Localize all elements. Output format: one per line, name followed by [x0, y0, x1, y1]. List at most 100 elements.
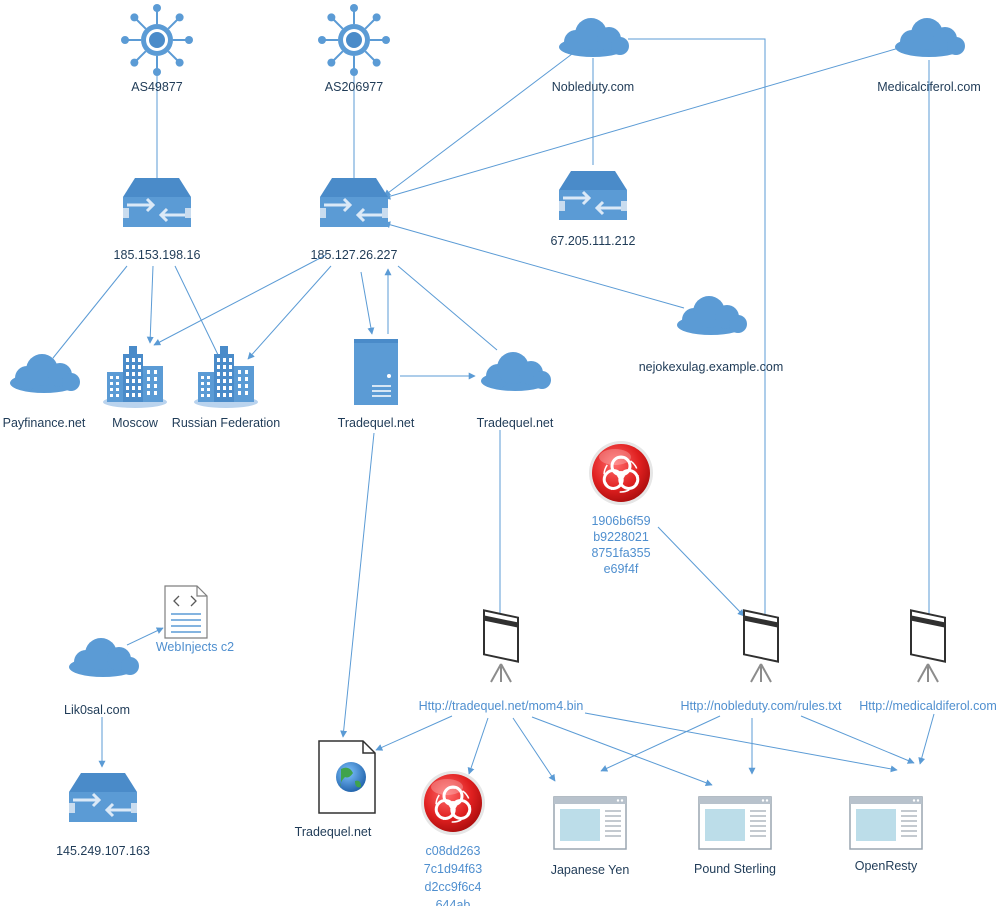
node-tradequel_file[interactable]: Tradequel.net [295, 740, 376, 839]
edge-ip_185_153-to-russia [174, 265, 222, 362]
hash1-label-line: 1906b6f59 [591, 514, 650, 528]
edge-url_medicaldiferol-to-openresty [918, 713, 935, 765]
url_nobleduty-label: Http://nobleduty.com/rules.txt [681, 699, 842, 713]
edge-url_tradequel-to-hash2 [467, 717, 489, 775]
app-window-icon [553, 796, 627, 850]
cloud-icon [677, 296, 747, 335]
node-ip_145_249[interactable]: 145.249.107.163 [56, 773, 150, 858]
hash1-label-line: e69f4f [604, 562, 639, 576]
node-moscow[interactable]: Moscow [103, 346, 167, 430]
node-ip_67_205[interactable]: 67.205.111.212 [550, 171, 636, 248]
tradequel_file-label: Tradequel.net [295, 825, 372, 839]
hash2-label-line: d2cc9f6c4 [425, 880, 482, 894]
node-url_medicaldiferol[interactable]: Http://medicaldiferol.com [859, 609, 997, 713]
server-icon [354, 339, 398, 405]
cloud-icon [69, 638, 139, 677]
tradequel_host-label: Tradequel.net [338, 416, 415, 430]
node-jpy[interactable]: Japanese Yen [551, 796, 630, 877]
edge-ip_185_127-to-russia [247, 265, 332, 360]
code-file-icon [164, 585, 208, 639]
edge-ip_185_127-to-moscow [153, 254, 327, 346]
node-nejok[interactable]: nejokexulag.example.com [639, 296, 784, 374]
asn-icon [318, 4, 390, 76]
russia-label: Russian Federation [172, 416, 280, 430]
cloud-icon [10, 354, 80, 393]
openresty-label: OpenResty [855, 859, 918, 873]
edge-url_tradequel-to-jpy [512, 717, 556, 782]
node-ip_185_127[interactable]: 185.127.26.227 [311, 178, 398, 262]
node-as206977[interactable]: AS206977 [318, 4, 390, 94]
node-hash1[interactable]: 1906b6f59 b9228021 8751fa355 e69f4f [589, 441, 653, 576]
projector-screen-icon [743, 609, 779, 683]
node-url_tradequel[interactable]: Http://tradequel.net/mom4.bin [419, 609, 584, 713]
node-lik0sal[interactable]: Lik0sal.com [64, 638, 139, 717]
node-webinjects[interactable]: WebInjects c2 [156, 585, 234, 654]
projector-screen-icon [483, 609, 519, 683]
biohazard-icon [589, 441, 653, 505]
node-russia[interactable]: Russian Federation [172, 346, 280, 430]
edge-ip_185_153-to-moscow [146, 265, 154, 344]
edge-url_nobleduty-to-jpy [600, 715, 721, 772]
nodes-layer: AS49877 AS206977 Nobleduty.com Medicalcifer… [3, 4, 997, 906]
router-icon [123, 178, 191, 227]
node-tradequel_domain[interactable]: Tradequel.net [477, 352, 554, 430]
node-url_nobleduty[interactable]: Http://nobleduty.com/rules.txt [681, 609, 842, 713]
node-medicalciferol_domain[interactable]: Medicalciferol.com [877, 18, 981, 94]
ip_185_127-label: 185.127.26.227 [311, 248, 398, 262]
ip_145_249-label: 145.249.107.163 [56, 844, 150, 858]
edge-ip_185_127-to-tradequel_host [360, 271, 375, 335]
hash1-label-line: b9228021 [593, 530, 649, 544]
cloud-icon [895, 18, 965, 57]
edge-nobleduty_domain-to-url_nobleduty [628, 38, 769, 627]
medicalciferol_domain-label: Medicalciferol.com [877, 80, 981, 94]
node-as49877[interactable]: AS49877 [121, 4, 193, 94]
node-gbp[interactable]: Pound Sterling [694, 796, 776, 876]
hash2-label-line: 644ab [436, 898, 471, 906]
hash1-label: 1906b6f59 b9228021 8751fa355 e69f4f [591, 514, 650, 576]
edge-hash1-to-url_nobleduty [657, 526, 745, 617]
edge-url_tradequel-to-gbp [531, 716, 713, 787]
nejok-label: nejokexulag.example.com [639, 360, 784, 374]
edges-layer [52, 38, 935, 787]
webinjects-label: WebInjects c2 [156, 640, 234, 654]
payfinance-label: Payfinance.net [3, 416, 86, 430]
edge-ip_185_153-to-payfinance [52, 265, 128, 359]
node-ip_185_153[interactable]: 185.153.198.16 [114, 178, 201, 262]
edge-lik0sal-to-webinjects [126, 627, 164, 646]
node-openresty[interactable]: OpenResty [849, 796, 923, 873]
asn-icon [121, 4, 193, 76]
hash1-label-line: 8751fa355 [591, 546, 650, 560]
moscow-label: Moscow [112, 416, 159, 430]
city-buildings-icon [103, 346, 167, 408]
city-buildings-icon [194, 346, 258, 408]
edge-url_tradequel-to-tradequel_file [375, 715, 453, 751]
edge-nejok-to-ip_185_127 [383, 221, 685, 309]
web-page-icon [318, 740, 376, 814]
as206977-label: AS206977 [325, 80, 383, 94]
edge-medicalciferol_domain-to-ip_185_127 [383, 47, 900, 200]
url_medicaldiferol-label: Http://medicaldiferol.com [859, 699, 997, 713]
jpy-label: Japanese Yen [551, 863, 630, 877]
as49877-label: AS49877 [131, 80, 182, 94]
hash2-label-line: 7c1d94f63 [424, 862, 482, 876]
router-icon [69, 773, 137, 822]
edge-nobleduty_domain-to-ip_185_127 [383, 53, 573, 197]
nobleduty_domain-label: Nobleduty.com [552, 80, 634, 94]
tradequel_domain-label: Tradequel.net [477, 416, 554, 430]
node-tradequel_host[interactable]: Tradequel.net [338, 339, 415, 430]
edge-tradequel_domain-to-ip_185_127 [397, 265, 498, 351]
biohazard-icon [421, 771, 485, 835]
node-payfinance[interactable]: Payfinance.net [3, 354, 86, 430]
url_tradequel-label: Http://tradequel.net/mom4.bin [419, 699, 584, 713]
edge-url_tradequel-to-openresty [584, 712, 898, 773]
projector-screen-icon [910, 609, 946, 683]
node-nobleduty_domain[interactable]: Nobleduty.com [552, 18, 634, 94]
app-window-icon [698, 796, 772, 850]
ip_185_153-label: 185.153.198.16 [114, 248, 201, 262]
lik0sal-label: Lik0sal.com [64, 703, 130, 717]
router-icon [320, 178, 388, 227]
gbp-label: Pound Sterling [694, 862, 776, 876]
ip_67_205-label: 67.205.111.212 [550, 234, 635, 248]
